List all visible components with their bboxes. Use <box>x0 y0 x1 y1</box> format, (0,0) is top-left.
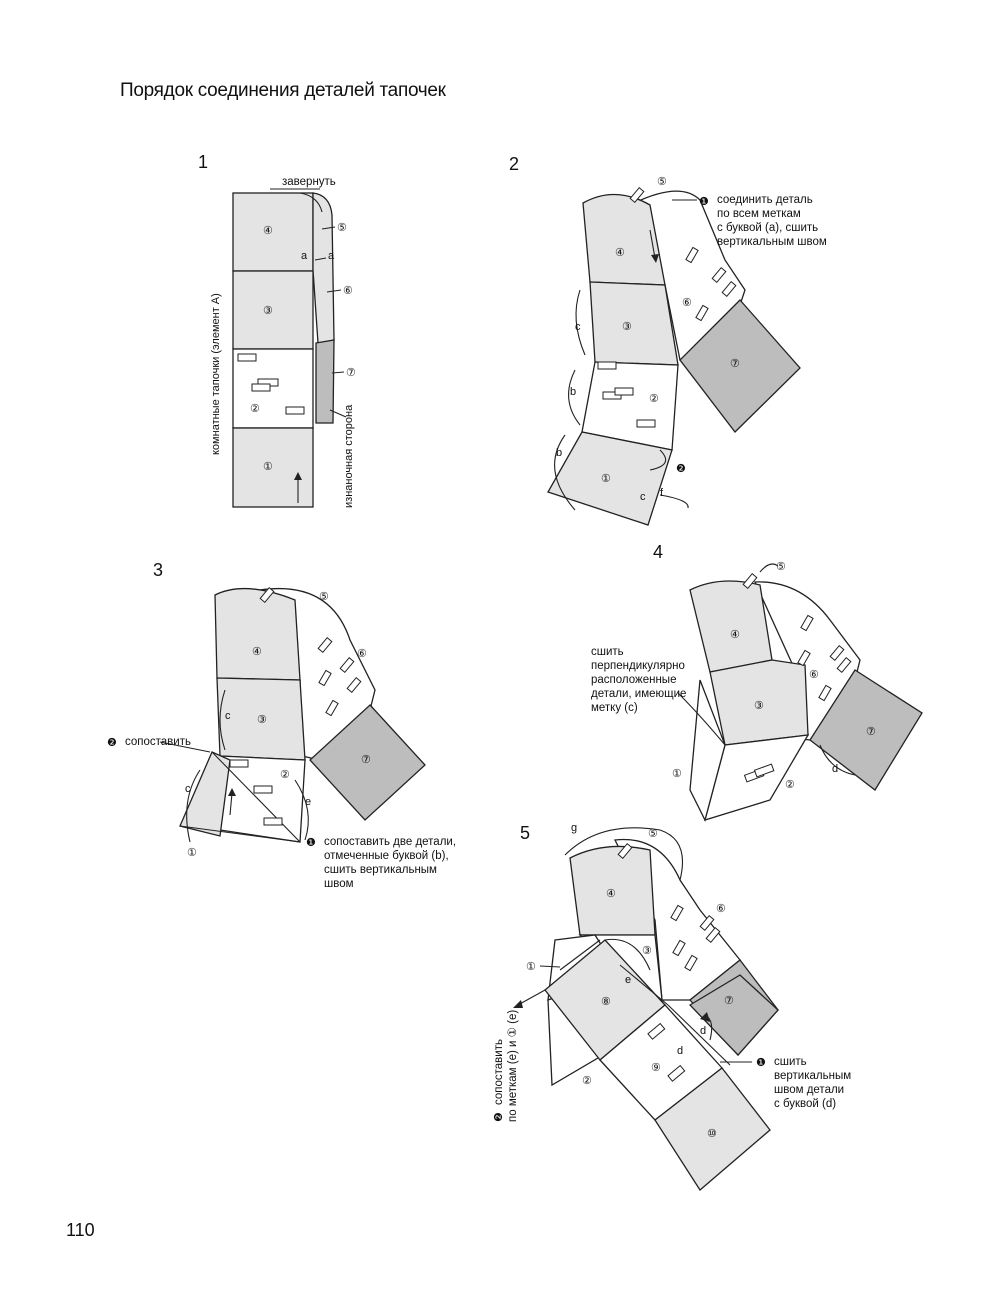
step5-note-line-4: с буквой (d) <box>774 1098 836 1110</box>
step-number-3: 3 <box>153 560 163 580</box>
step2-letter-b2: b <box>556 447 562 459</box>
step3-note-line-1: сопоставить две детали, <box>324 836 456 848</box>
step2-letter-c: c <box>575 321 581 333</box>
step-number-4: 4 <box>653 542 663 562</box>
step5-part10-num: ⑩ <box>707 1128 717 1140</box>
step5-side-line-1: сопоставить <box>493 1039 505 1105</box>
step5-part7-num: ⑦ <box>724 995 734 1007</box>
step2-marker-2: ❷ <box>676 463 686 475</box>
step2-part5-num: ⑤ <box>657 176 667 188</box>
step1-part5-num: ⑤ <box>337 222 347 234</box>
step4-note-line-4: детали, имеющие <box>591 688 686 700</box>
step1-part4-num: ④ <box>263 225 273 237</box>
step3-part2-num: ② <box>280 769 290 781</box>
step1-fold-label: завернуть <box>282 176 336 188</box>
step3-figure <box>159 587 426 843</box>
step1-part-3 <box>232 270 314 350</box>
step3-note-line-2: отмеченные буквой (b), <box>324 850 449 862</box>
step1-part-1 <box>232 427 314 508</box>
step5-part4-num: ④ <box>606 888 616 900</box>
step3-part6-num: ⑥ <box>357 648 367 660</box>
step1-part3-num: ③ <box>263 305 273 317</box>
step3-part1-num: ① <box>187 847 197 859</box>
step4-figure <box>677 563 923 822</box>
step1-part6-num: ⑥ <box>343 285 353 297</box>
step1-vertical-left: комнатные тапочки (элемент А) <box>210 293 222 455</box>
step5-note-line-3: швом детали <box>774 1084 844 1096</box>
step5-figure <box>513 827 779 1191</box>
step5-note-marker: ❶ <box>756 1057 766 1069</box>
step4-note-line-3: расположенные <box>591 674 676 686</box>
step-number-5: 5 <box>520 823 530 843</box>
step4-note-line-5: метку (c) <box>591 702 638 714</box>
step4-part1-num: ① <box>672 768 682 780</box>
step5-letter-d1: d <box>677 1045 683 1057</box>
step5-part1-num: ① <box>526 961 536 973</box>
step5-part5-num: ⑤ <box>648 828 658 840</box>
step5-letter-d2: d <box>700 1025 706 1037</box>
step2-part1-num: ① <box>601 473 611 485</box>
step4-part2-num: ② <box>785 779 795 791</box>
step3-note-line-4: швом <box>324 878 354 890</box>
step1-figure <box>232 188 347 508</box>
step4-note-line-1: сшить <box>591 646 624 658</box>
step2-note-line-2: по всем меткам <box>717 208 801 220</box>
step2-part7-num: ⑦ <box>730 358 740 370</box>
step2-part3-num: ③ <box>622 321 632 333</box>
step3-letter-c2: c <box>185 783 191 795</box>
step5-note-line-1: сшить <box>774 1056 807 1068</box>
step-number-1: 1 <box>198 152 208 172</box>
step5-part9-num: ⑨ <box>651 1062 661 1074</box>
step2-letter-b1: b <box>570 386 576 398</box>
step3-part5-num: ⑤ <box>319 591 329 603</box>
step1-part1-num: ① <box>263 461 273 473</box>
step5-part3-num: ③ <box>642 945 652 957</box>
step5-part8-num: ⑧ <box>601 996 611 1008</box>
step2-marker-1: ❶ <box>699 196 709 208</box>
step2-part6-num: ⑥ <box>682 297 692 309</box>
step-number-2: 2 <box>509 154 519 174</box>
step3-match-label: сопоставить <box>125 736 191 748</box>
step4-part6-num: ⑥ <box>809 669 819 681</box>
step2-note-line-1: соединить деталь <box>717 194 813 206</box>
step2-part4-num: ④ <box>615 247 625 259</box>
step2-figure <box>547 187 801 526</box>
step3-part4-num: ④ <box>252 646 262 658</box>
step3-match-marker: ❷ <box>107 737 117 749</box>
step4-part4-num: ④ <box>730 629 740 641</box>
step2-note-line-4: вертикальным швом <box>717 236 827 248</box>
step3-part7-num: ⑦ <box>361 754 371 766</box>
step1-part7-num: ⑦ <box>346 367 356 379</box>
page-number: 110 <box>66 1220 95 1240</box>
step1-letter-a2: a <box>328 250 335 262</box>
step2-letter-f: f <box>660 487 664 499</box>
step4-part7-num: ⑦ <box>866 726 876 738</box>
step1-letter-a: a <box>301 250 308 262</box>
step5-note-line-2: вертикальным <box>774 1070 851 1082</box>
step3-letter-c1: c <box>225 710 231 722</box>
step5-letter-g: g <box>571 822 577 834</box>
step3-letter-e: e <box>305 796 311 808</box>
step2-note-line-3: с буквой (a), сшить <box>717 222 818 234</box>
step1-part2-num: ② <box>250 403 260 415</box>
step2-part2-num: ② <box>649 393 659 405</box>
step3-part3-num: ③ <box>257 714 267 726</box>
step4-letter-d: d <box>832 763 838 775</box>
step2-letter-c2: c <box>640 491 646 503</box>
step4-part3-num: ③ <box>754 700 764 712</box>
step3-note-marker: ❶ <box>306 837 316 849</box>
step5-part2-num: ② <box>582 1075 592 1087</box>
step5-letter-e: e <box>625 974 631 986</box>
page-title: Порядок соединения деталей тапочек <box>120 80 446 101</box>
step5-side-marker: ❷ <box>493 1112 505 1122</box>
step5-side-line-2: по меткам (e) и ① (e) <box>507 1010 519 1122</box>
step4-part5-num: ⑤ <box>776 561 786 573</box>
step5-part6-num: ⑥ <box>716 903 726 915</box>
step4-note-line-2: перпендикулярно <box>591 660 685 672</box>
step3-note-line-3: сшить вертикальным <box>324 864 437 876</box>
step1-vertical-right: изнаночная сторона <box>343 404 355 508</box>
